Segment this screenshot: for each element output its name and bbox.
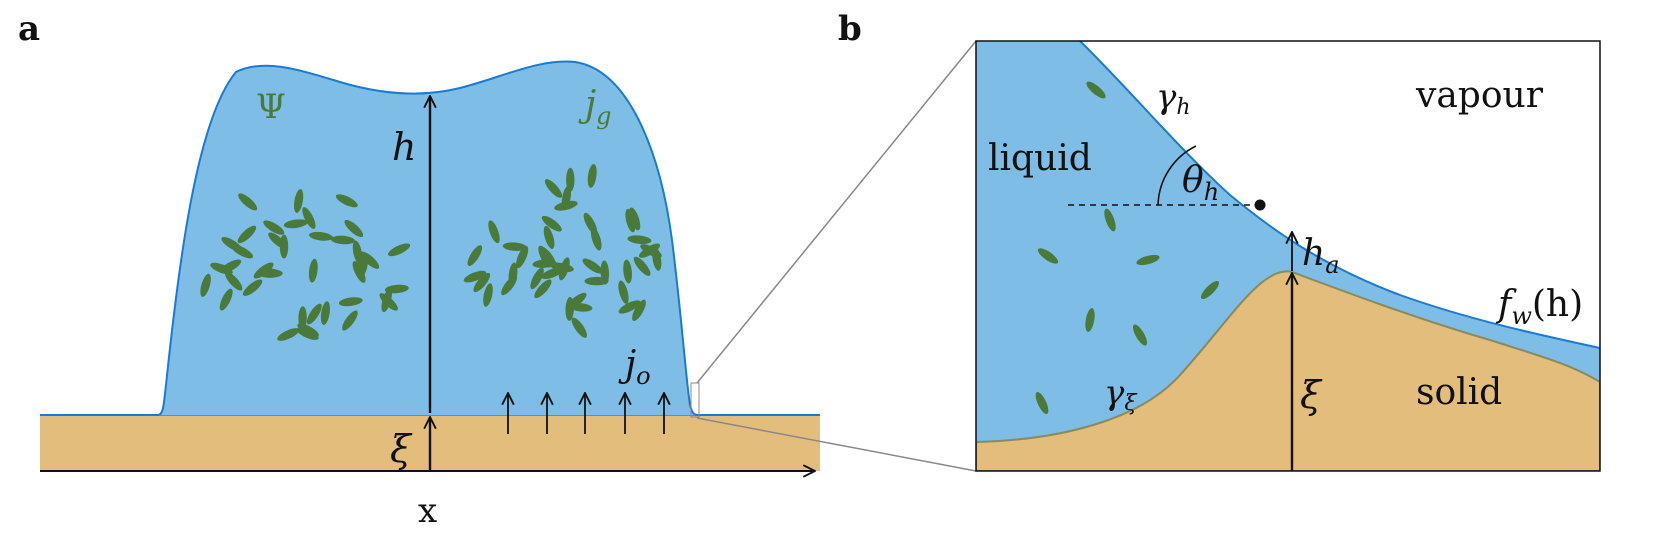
particle — [1035, 391, 1049, 415]
ha-label: ha — [1302, 233, 1340, 279]
particle — [293, 189, 304, 213]
particle — [590, 227, 602, 251]
particle — [320, 301, 330, 325]
h-label: h — [392, 125, 416, 169]
particle — [502, 242, 527, 251]
particle — [483, 283, 493, 307]
psi-label: Ψ — [256, 87, 286, 127]
particle — [342, 310, 358, 331]
gamma-h-label: γh — [1156, 77, 1191, 120]
particle — [530, 267, 544, 290]
particle — [516, 245, 529, 269]
theta-h-label: θh — [1182, 160, 1219, 206]
xi-label-a: ξ — [390, 427, 413, 471]
particle — [231, 244, 254, 259]
particle — [534, 279, 552, 299]
particle — [388, 243, 411, 257]
particle — [633, 256, 651, 276]
particle — [219, 259, 242, 274]
particles-a — [200, 164, 662, 341]
particle — [541, 215, 562, 232]
particles-b — [1035, 81, 1219, 415]
particle — [600, 260, 610, 285]
particle — [263, 220, 285, 235]
particle — [330, 235, 355, 245]
zoom-line-top — [696, 40, 977, 384]
particle — [225, 271, 243, 291]
panel-b-label: b — [838, 9, 862, 49]
particle — [1085, 308, 1095, 332]
particle — [344, 219, 364, 238]
particle — [296, 327, 319, 340]
solid-label: solid — [1416, 372, 1502, 413]
particle — [623, 259, 632, 284]
particle — [302, 207, 316, 229]
theta-arc — [1157, 145, 1197, 206]
particle — [544, 179, 563, 198]
particle — [467, 245, 483, 267]
particle — [473, 272, 491, 293]
particle — [587, 164, 597, 188]
particle — [627, 235, 652, 245]
particle — [640, 244, 662, 258]
particle — [571, 317, 587, 338]
particle — [277, 328, 300, 341]
particle — [352, 240, 363, 265]
particle — [618, 300, 641, 314]
zoom-line-bottom — [696, 417, 977, 472]
particle — [219, 288, 233, 311]
particle — [237, 225, 257, 244]
particle — [565, 296, 574, 321]
particle — [338, 297, 363, 307]
particle — [384, 284, 409, 294]
x-axis-label: x — [418, 491, 437, 531]
particle — [550, 262, 574, 273]
particle — [379, 293, 398, 311]
particle — [1201, 281, 1219, 299]
xi-label-b: ξ — [1300, 373, 1323, 417]
panel-b: b γh vapour liquid θh ha fw(h) γξ ξ soli… — [838, 9, 1601, 472]
particle — [268, 232, 288, 250]
particle — [238, 193, 258, 211]
particle — [568, 302, 593, 312]
particle — [566, 167, 575, 192]
particle — [543, 225, 555, 249]
particle — [625, 208, 636, 233]
particle — [200, 273, 211, 297]
panel-a: a x h ξ jo Ψ jg — [18, 9, 820, 531]
contact-point — [1254, 199, 1266, 211]
fw-label: fw(h) — [1495, 284, 1583, 330]
particle — [1104, 208, 1116, 232]
liquid-vapour-interface — [1079, 41, 1600, 349]
particle — [335, 194, 358, 208]
zoom-region-box — [690, 382, 700, 418]
particle — [1136, 254, 1160, 266]
particle — [463, 270, 487, 283]
vapour-label: vapour — [1415, 75, 1544, 116]
particle — [488, 220, 500, 244]
panel-a-label: a — [18, 9, 40, 49]
particle — [308, 231, 333, 241]
particle — [618, 280, 629, 304]
evaporation-arrows — [508, 393, 664, 434]
particle — [242, 279, 263, 296]
particle — [629, 207, 641, 231]
particle — [1086, 81, 1106, 99]
particle — [253, 262, 274, 279]
panel-b-frame — [975, 40, 1601, 472]
particle — [1037, 248, 1059, 264]
particle — [308, 258, 318, 283]
particle — [306, 303, 322, 325]
particle — [1132, 324, 1148, 346]
particle — [357, 255, 369, 279]
liquid-label: liquid — [988, 138, 1092, 179]
particle — [632, 299, 646, 321]
gamma-xi-label: γξ — [1104, 373, 1138, 416]
particle — [561, 185, 572, 210]
particle — [501, 275, 518, 296]
particle — [582, 258, 603, 274]
particle — [283, 219, 308, 229]
